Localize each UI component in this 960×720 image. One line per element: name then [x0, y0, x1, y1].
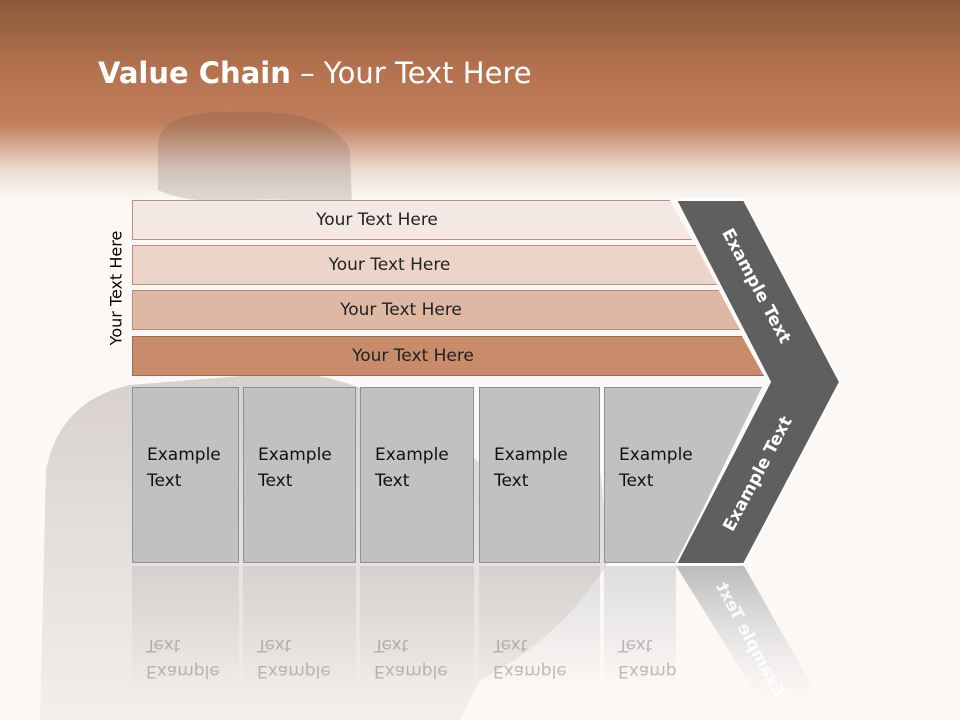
reflection-1: Example Text: [132, 566, 239, 690]
box-line1: Example: [375, 445, 449, 465]
bar-2: Your Text Here: [132, 245, 717, 285]
box-line2: Text: [619, 471, 654, 491]
reflection-2: Example Text: [243, 566, 356, 690]
box-line1: Example: [258, 445, 332, 465]
reflection-4: Example Text: [479, 566, 600, 690]
box-line1: Example: [147, 445, 221, 465]
box-line2: Text: [494, 471, 529, 491]
reflection-text: Example Text: [257, 635, 331, 681]
bar-4: Your Text Here: [132, 336, 764, 376]
reflection-text: Example Text: [493, 635, 567, 681]
page-title: Value Chain – Your Text Here: [98, 56, 532, 90]
title-rest: – Your Text Here: [290, 56, 532, 90]
chevron-reflection-label: Example Text: [711, 579, 789, 701]
reflection-text: Example Text: [146, 635, 220, 681]
reflection-3: Example Text: [360, 566, 474, 690]
reflection-5: Example Text: [604, 566, 676, 690]
box-line1: Example: [494, 445, 568, 465]
box-line1: Example: [619, 445, 693, 465]
header-banner: [0, 0, 960, 200]
box-line2: Text: [258, 471, 293, 491]
title-bold: Value Chain: [98, 56, 291, 90]
box-line2: Text: [375, 471, 410, 491]
box-line2: Text: [147, 471, 182, 491]
reflection-text: Example Text: [618, 635, 676, 681]
bar-3: Your Text Here: [132, 290, 740, 330]
side-label: Your Text Here: [106, 230, 126, 346]
bar-1: Your Text Here: [132, 200, 692, 240]
reflection-text: Example Text: [374, 635, 448, 681]
